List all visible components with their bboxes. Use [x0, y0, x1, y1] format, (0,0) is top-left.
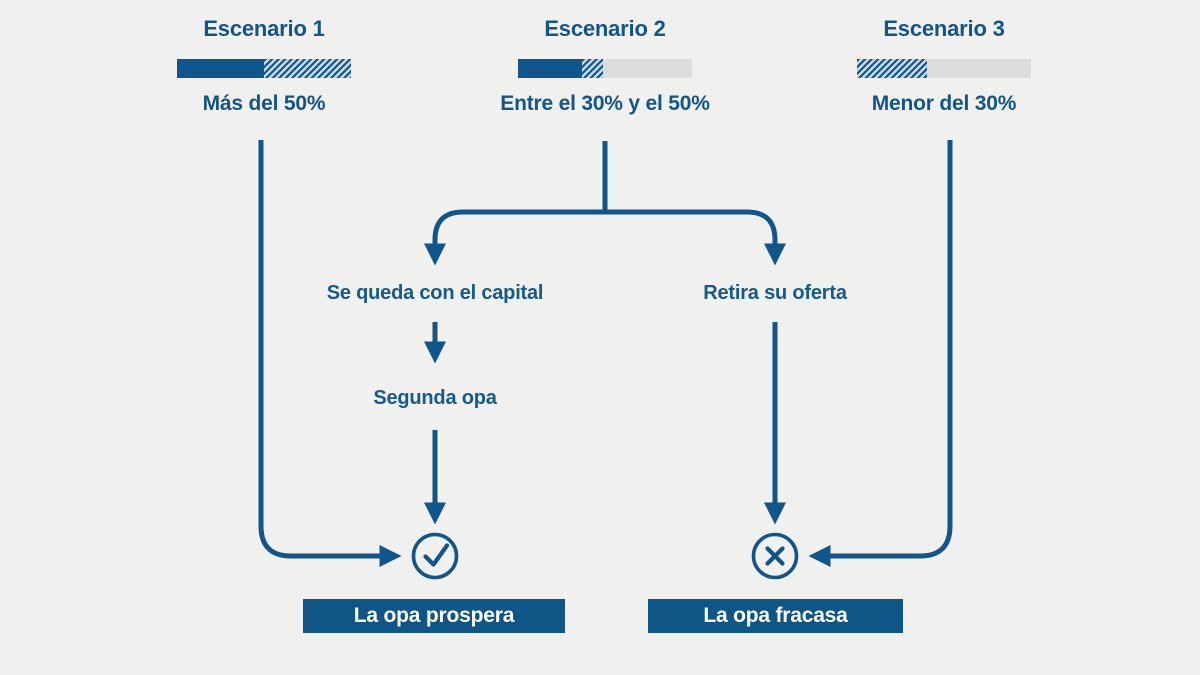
- scenario-3-progress-bar: [857, 59, 1031, 78]
- node-second-opa: Segunda opa: [373, 387, 497, 409]
- node-keep-capital: Se queda con el capital: [326, 282, 544, 304]
- scenario-2-range-label: Entre el 30% y el 50%: [500, 92, 710, 115]
- bar-solid-segment: [518, 59, 583, 78]
- banner-opa-fracasa: La opa fracasa: [648, 599, 903, 633]
- arrow-scenario1-to-success: [258, 140, 402, 568]
- bar-hatched-segment: [264, 59, 351, 78]
- banner-opa-prospera: La opa prospera: [303, 599, 565, 633]
- node-withdraw-offer: Retira su oferta: [703, 282, 847, 304]
- bar-hatched-segment: [857, 59, 927, 78]
- scenario-2-progress-bar: [518, 59, 692, 78]
- scenario-3-title: Escenario 3: [883, 16, 1005, 41]
- bar-hatched-segment: [582, 59, 604, 78]
- arrow-scenario3-to-failure: [808, 140, 953, 568]
- scenario-3-range-label: Menor del 30%: [871, 92, 1017, 115]
- bar-solid-segment: [177, 59, 264, 78]
- cross-circle-icon: [751, 532, 799, 580]
- scenario-2-title: Escenario 2: [544, 16, 666, 41]
- check-circle-icon: [411, 532, 459, 580]
- scenario-1-title: Escenario 1: [203, 16, 325, 41]
- scenario-1-range-label: Más del 50%: [202, 92, 326, 115]
- arrow-branch-split: [423, 209, 787, 266]
- scenario-1-progress-bar: [177, 59, 351, 78]
